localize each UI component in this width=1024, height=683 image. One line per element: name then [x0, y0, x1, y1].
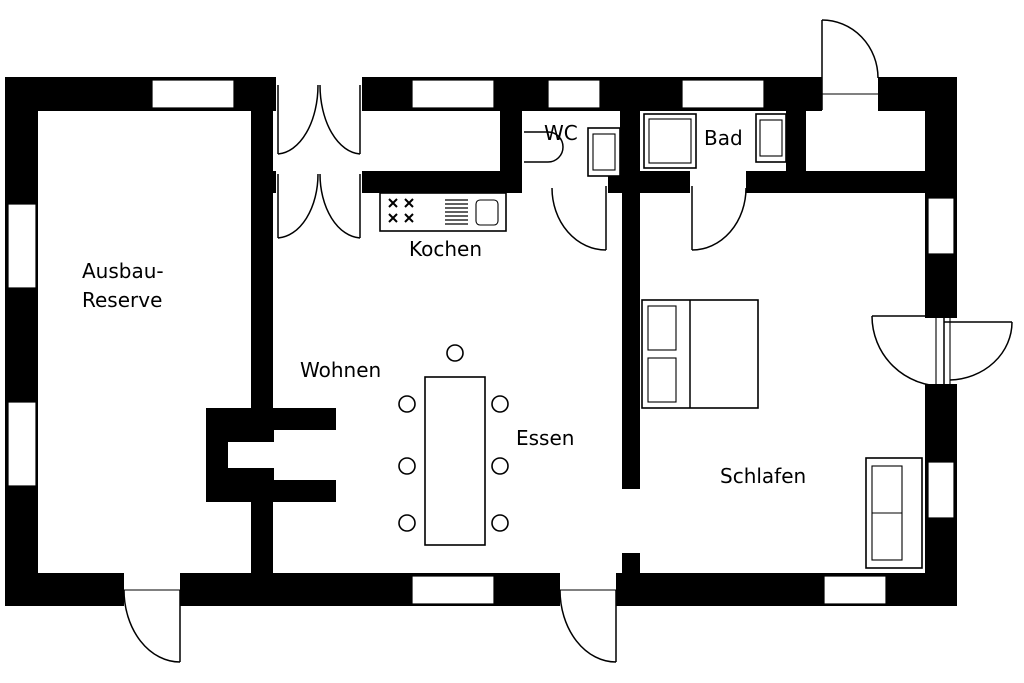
bad-sink — [755, 113, 787, 163]
window-top-3 — [547, 79, 601, 109]
bed — [641, 299, 759, 409]
chair — [398, 457, 416, 475]
interior-walls — [206, 77, 957, 606]
window-top-1 — [151, 79, 235, 109]
label-kochen: Kochen — [409, 237, 482, 261]
label-wohnen: Wohnen — [300, 358, 381, 382]
label-wc: WC — [544, 121, 578, 145]
sanitary — [522, 111, 925, 177]
doors — [123, 19, 1013, 663]
door-openings — [124, 77, 957, 606]
window-right-2 — [927, 461, 955, 519]
window-right-1 — [927, 197, 955, 255]
chair — [491, 514, 509, 532]
label-bad: Bad — [704, 126, 743, 150]
windows — [7, 79, 955, 605]
toilet — [524, 131, 564, 163]
window-top-4 — [681, 79, 765, 109]
window-left-1 — [7, 203, 37, 289]
label-schlafen: Schlafen — [720, 464, 806, 488]
chair — [446, 344, 464, 362]
dining-set — [398, 344, 509, 546]
window-top-2 — [411, 79, 495, 109]
shower — [643, 113, 697, 169]
chair — [491, 457, 509, 475]
sofa — [865, 457, 923, 569]
window-left-2 — [7, 401, 37, 487]
label-ausbau-line2: Reserve — [82, 288, 162, 312]
room-labels: Ausbau- Reserve Kochen Wohnen Essen WC B… — [82, 121, 806, 488]
window-bottom-1 — [411, 575, 495, 605]
kitchen-counter — [379, 192, 507, 232]
label-essen: Essen — [516, 426, 574, 450]
chair — [398, 514, 416, 532]
window-bottom-2 — [823, 575, 887, 605]
chair — [491, 395, 509, 413]
chair — [398, 395, 416, 413]
dining-table — [424, 376, 486, 546]
label-ausbau-line1: Ausbau- — [82, 259, 164, 283]
